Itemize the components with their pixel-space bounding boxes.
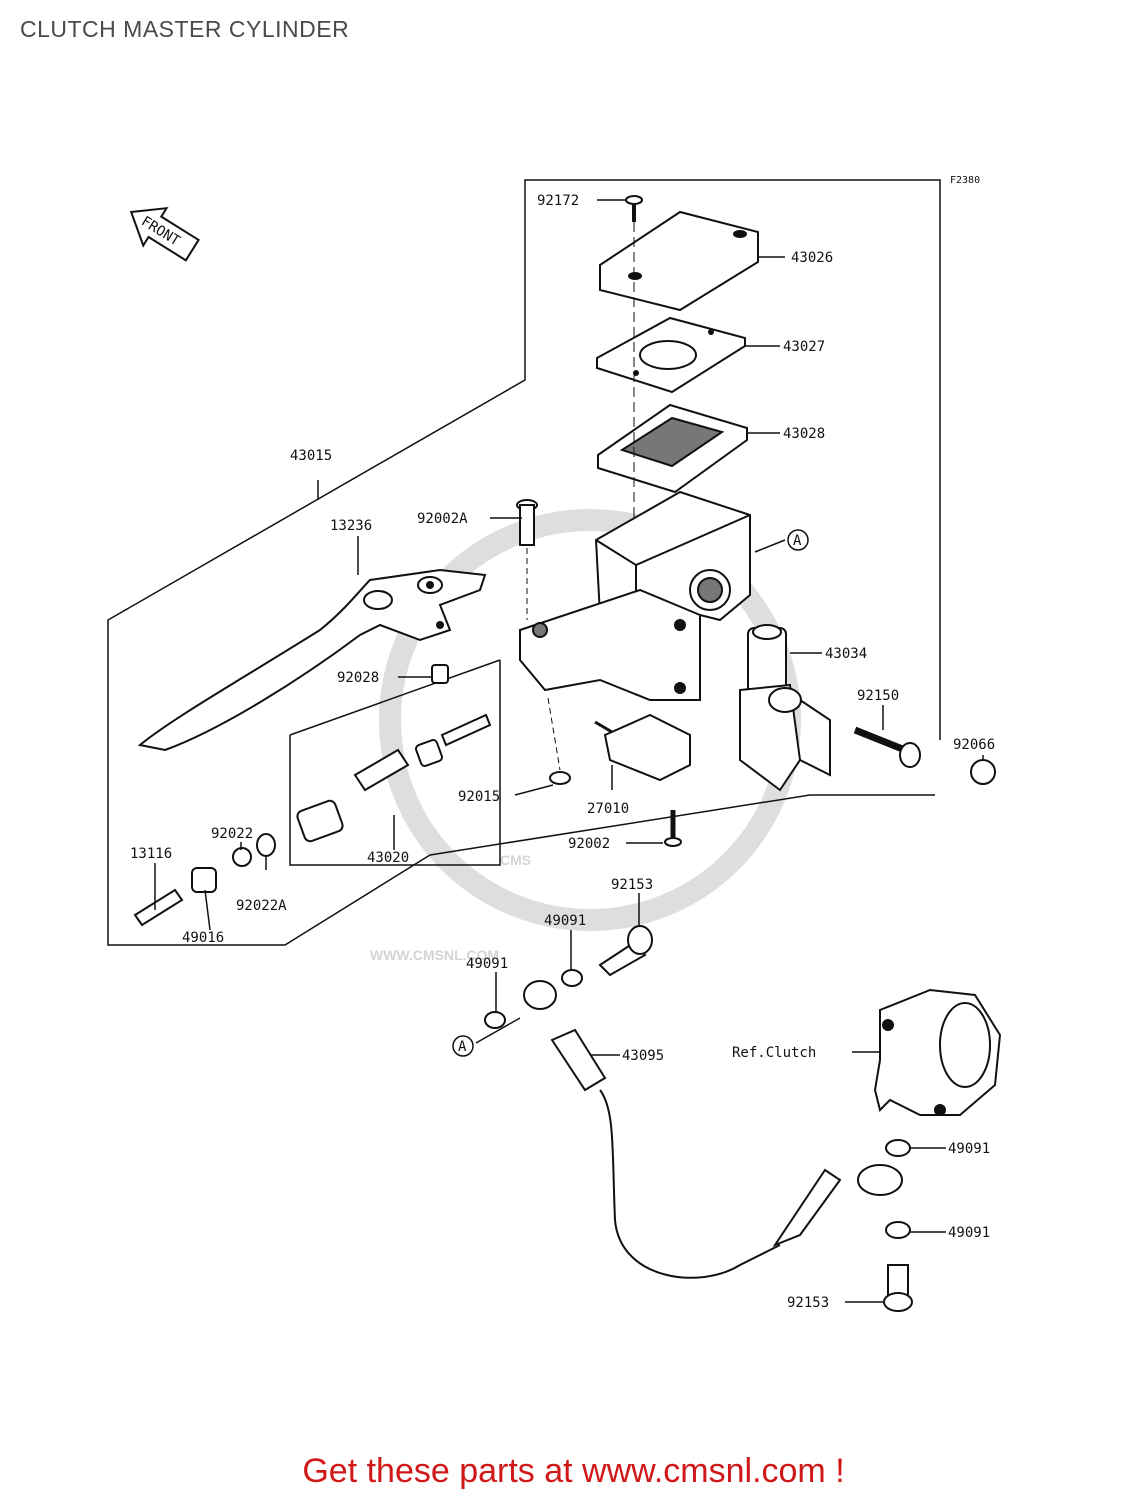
part-label-43015: 43015 bbox=[290, 448, 332, 464]
part-label-43026: 43026 bbox=[791, 250, 833, 266]
promo-link[interactable]: Get these parts at www.cmsnl.com ! bbox=[302, 1452, 845, 1490]
part-label-49016: 49016 bbox=[182, 930, 224, 946]
part-label-ref-clutch: Ref.Clutch bbox=[732, 1045, 816, 1061]
part-label-92150: 92150 bbox=[857, 688, 899, 704]
adjuster-parts bbox=[133, 833, 276, 927]
svg-text:A: A bbox=[458, 1039, 467, 1055]
cap-92066 bbox=[970, 759, 996, 785]
bolt-92150 bbox=[853, 726, 921, 768]
screw-92172 bbox=[625, 195, 643, 222]
callout-a-upper: A bbox=[787, 529, 809, 551]
svg-text:A: A bbox=[793, 533, 802, 549]
master-cylinder-body bbox=[519, 490, 751, 701]
brake-hose bbox=[523, 980, 903, 1279]
assembly-outline bbox=[107, 179, 941, 946]
part-label-43027: 43027 bbox=[783, 339, 825, 355]
part-label-92002A: 92002A bbox=[417, 511, 468, 527]
figure-code: F2380 bbox=[950, 175, 980, 186]
part-label-49091-d: 49091 bbox=[948, 1225, 990, 1241]
banjo-bolt-upper bbox=[484, 925, 653, 1029]
part-label-92022: 92022 bbox=[211, 826, 253, 842]
part-label-49091-a: 49091 bbox=[544, 913, 586, 929]
clamp-43034 bbox=[739, 624, 831, 792]
reservoir-cap bbox=[599, 210, 759, 312]
part-label-92015: 92015 bbox=[458, 789, 500, 805]
diaphragm-plate bbox=[596, 316, 746, 394]
part-label-92022A: 92022A bbox=[236, 898, 287, 914]
switch-27010 bbox=[594, 713, 691, 782]
part-label-27010: 27010 bbox=[587, 801, 629, 817]
diaphragm bbox=[597, 403, 748, 494]
part-label-49091-c: 49091 bbox=[948, 1141, 990, 1157]
part-label-49091-b: 49091 bbox=[466, 956, 508, 972]
page-title: CLUTCH MASTER CYLINDER bbox=[20, 16, 350, 42]
screw-92002 bbox=[664, 810, 682, 847]
watermark-url: WWW.CMSNL.COM bbox=[370, 947, 499, 963]
part-label-92172: 92172 bbox=[537, 193, 579, 209]
part-label-92028: 92028 bbox=[337, 670, 379, 686]
front-arrow-icon: FRONT bbox=[129, 206, 200, 262]
part-label-92066: 92066 bbox=[953, 737, 995, 753]
bolt-92002A bbox=[516, 499, 538, 620]
part-label-43020: 43020 bbox=[367, 850, 409, 866]
piston-assembly bbox=[296, 713, 492, 843]
part-label-92153-upper: 92153 bbox=[611, 877, 653, 893]
part-label-13116: 13116 bbox=[130, 846, 172, 862]
boot-92015 bbox=[547, 697, 571, 785]
watermark-brand: CMS bbox=[500, 852, 531, 868]
part-label-13236: 13236 bbox=[330, 518, 372, 534]
leader-lines bbox=[154, 199, 984, 1303]
part-label-43028: 43028 bbox=[783, 426, 825, 442]
pin-92028 bbox=[431, 664, 449, 684]
clutch-slave-cylinder bbox=[873, 988, 1002, 1116]
part-label-92002: 92002 bbox=[568, 836, 610, 852]
callout-a-lower: A bbox=[452, 1035, 474, 1057]
parts-diagram: CMS WWW.CMSNL.COM F2380 FRONT bbox=[107, 175, 1002, 1312]
part-label-43034: 43034 bbox=[825, 646, 867, 662]
part-label-92153-lower: 92153 bbox=[787, 1295, 829, 1311]
clutch-lever bbox=[137, 568, 487, 752]
part-label-43095: 43095 bbox=[622, 1048, 664, 1064]
banjo-bolt-lower bbox=[883, 1139, 913, 1312]
